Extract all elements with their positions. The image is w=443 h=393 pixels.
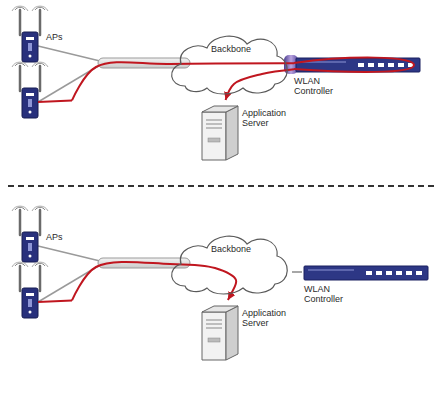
application-server: Application Server xyxy=(198,300,290,362)
traffic-path xyxy=(38,300,72,302)
node-label: Application Server xyxy=(242,308,286,328)
traffic-path xyxy=(226,69,294,100)
wlan-controller: WLAN Controller xyxy=(294,54,422,100)
ap-group: APs xyxy=(8,6,72,124)
node-label: APs xyxy=(46,232,63,242)
application-server: Application Server xyxy=(198,100,290,162)
node-label: Application Server xyxy=(242,108,286,128)
traffic-path xyxy=(38,100,72,102)
backbone-link xyxy=(292,271,302,273)
server-icon xyxy=(202,306,238,360)
node-label: APs xyxy=(46,32,63,42)
bottom-panel xyxy=(12,206,428,360)
server-icon xyxy=(202,106,238,160)
cloud-outline xyxy=(172,236,288,294)
backbone-cloud: Backbone xyxy=(165,28,292,98)
controller-device xyxy=(304,266,428,280)
cloud-outline xyxy=(165,228,292,298)
wlan-controller: WLAN Controller xyxy=(302,262,424,308)
ap-cable xyxy=(38,46,100,61)
traffic-path xyxy=(72,262,236,301)
access-point xyxy=(12,6,48,62)
access-point xyxy=(12,206,48,262)
traffic-loop xyxy=(294,58,414,72)
ap-cable xyxy=(38,246,100,261)
node-label: Backbone xyxy=(211,244,251,254)
node-label: Backbone xyxy=(211,44,251,54)
separator xyxy=(8,185,435,187)
traffic-path xyxy=(72,62,294,100)
ap-group: APs xyxy=(8,206,72,324)
cloud-outline xyxy=(165,28,292,98)
cloud-outline xyxy=(172,36,288,94)
top-panel xyxy=(12,6,420,160)
access-point xyxy=(12,262,48,318)
access-point xyxy=(12,62,48,118)
backbone-cloud: Backbone xyxy=(165,228,292,298)
node-label: WLAN Controller xyxy=(304,284,343,304)
node-label: WLAN Controller xyxy=(294,76,333,96)
